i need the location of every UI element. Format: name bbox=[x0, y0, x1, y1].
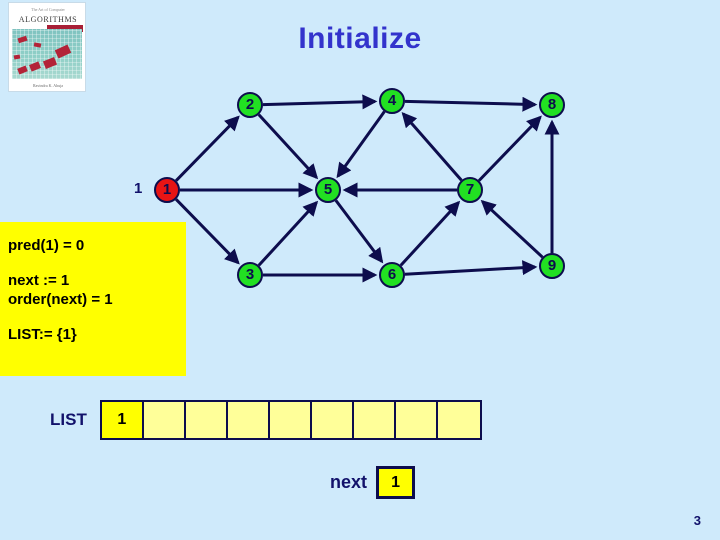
graph-edge-3-5 bbox=[257, 200, 319, 267]
graph-node-2: 2 bbox=[237, 92, 263, 118]
graph-edge-2-5 bbox=[257, 113, 319, 180]
graph-edge-4-8 bbox=[404, 96, 538, 112]
book-cover-supertitle: The Art of Computer bbox=[31, 7, 65, 12]
book-cover-fish-shape bbox=[29, 61, 41, 72]
list-array: LIST 1 bbox=[50, 400, 482, 440]
graph-edge-2-4 bbox=[262, 94, 378, 110]
graph-node-8: 8 bbox=[539, 92, 565, 118]
page-title: Initialize bbox=[298, 22, 422, 55]
list-cell-4 bbox=[269, 402, 312, 438]
book-cover-title: ALGORITHMS bbox=[18, 15, 78, 24]
next-variable: next 1 bbox=[330, 466, 416, 499]
list-cell-0: 1 bbox=[101, 402, 144, 438]
list-cell-6 bbox=[353, 402, 396, 438]
graph-node-7: 7 bbox=[457, 177, 483, 203]
book-cover-fish-shape bbox=[17, 65, 28, 75]
list-array-cells: 1 bbox=[99, 400, 482, 440]
page-number: 3 bbox=[693, 513, 701, 528]
pseudocode-callout: pred(1) = 0 next := 1 order(next) = 1 LIST:… bbox=[0, 222, 186, 376]
graph-node-3: 3 bbox=[237, 262, 263, 288]
callout-line-1: next := 1 bbox=[8, 272, 70, 289]
list-cell-1 bbox=[143, 402, 186, 438]
graph-node-4: 4 bbox=[379, 88, 405, 114]
graph-edge-4-5 bbox=[336, 110, 386, 179]
callout-line-0: pred(1) = 0 bbox=[8, 237, 85, 254]
list-cell-7 bbox=[395, 402, 438, 438]
next-variable-value: 1 bbox=[376, 466, 416, 499]
graph-node-9: 9 bbox=[539, 253, 565, 279]
book-cover-fish-shape bbox=[42, 57, 58, 69]
start-node-order-label: 1 bbox=[134, 180, 143, 197]
callout-line-3: LIST:= {1} bbox=[8, 326, 77, 343]
callout-line-2: order(next) = 1 bbox=[8, 291, 113, 308]
graph-node-5: 5 bbox=[315, 177, 341, 203]
list-cell-3 bbox=[227, 402, 270, 438]
next-variable-label: next bbox=[330, 472, 368, 492]
graph-edge-6-7 bbox=[399, 200, 461, 267]
list-cell-5 bbox=[311, 402, 354, 438]
graph-edge-7-8 bbox=[477, 115, 542, 182]
list-cell-8 bbox=[437, 402, 480, 438]
graph-edge-1-2 bbox=[175, 115, 240, 182]
book-cover-thumbnail: The Art of Computer ALGORITHMS Ravindra … bbox=[8, 2, 86, 92]
book-cover-artwork bbox=[12, 29, 82, 79]
list-array-label: LIST bbox=[50, 410, 87, 429]
graph-node-6: 6 bbox=[379, 262, 405, 288]
graph-edge-6-9 bbox=[404, 260, 538, 276]
book-cover-top-band bbox=[12, 6, 82, 28]
graph-edge-7-4 bbox=[401, 111, 463, 182]
graph-edge-5-6 bbox=[334, 199, 384, 264]
graph-edge-group bbox=[175, 94, 560, 283]
book-cover-authors: Ravindra K. Ahuja bbox=[32, 83, 64, 88]
list-cell-2 bbox=[185, 402, 228, 438]
graph-node-1: 1 bbox=[154, 177, 180, 203]
graph-edge-9-7 bbox=[480, 199, 544, 259]
book-cover-red-band bbox=[47, 25, 83, 32]
